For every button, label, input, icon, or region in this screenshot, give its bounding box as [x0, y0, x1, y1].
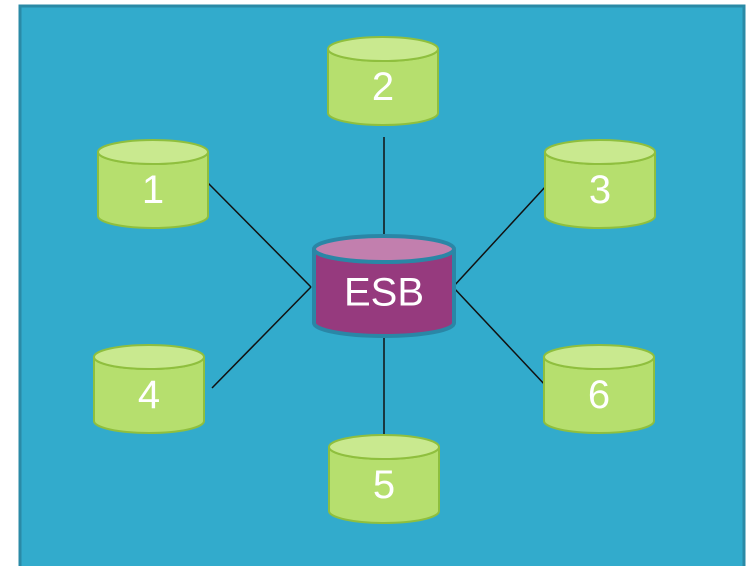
node-label: 6 [588, 373, 610, 417]
node-6: 6 [543, 344, 655, 434]
node-label: 5 [373, 463, 395, 507]
edge-hub-n6 [452, 286, 547, 387]
diagram-frame [18, 4, 746, 566]
node-3: 3 [544, 139, 656, 229]
edges-layer [207, 137, 547, 435]
cylinder-top [327, 36, 439, 62]
edge-hub-n4 [211, 286, 312, 389]
node-label: 3 [589, 168, 611, 212]
cylinder-top [543, 344, 655, 370]
edge-hub-n3 [452, 185, 547, 288]
hub-label: ESB [344, 271, 424, 315]
node-label: 1 [142, 168, 164, 212]
cylinder-top [93, 344, 205, 370]
hub-node-esb: ESB [312, 234, 456, 338]
cylinder-top [544, 139, 656, 165]
nodes-layer: 1 2 3 4 5 6 ESB [93, 36, 656, 524]
edge-hub-n1 [207, 182, 312, 288]
node-4: 4 [93, 344, 205, 434]
node-label: 2 [372, 65, 394, 109]
cylinder-top [328, 434, 440, 460]
node-1: 1 [97, 139, 209, 229]
node-5: 5 [328, 434, 440, 524]
node-label: 4 [138, 373, 160, 417]
cylinder-top [97, 139, 209, 165]
node-2: 2 [327, 36, 439, 126]
hub-cylinder-top [312, 234, 456, 264]
